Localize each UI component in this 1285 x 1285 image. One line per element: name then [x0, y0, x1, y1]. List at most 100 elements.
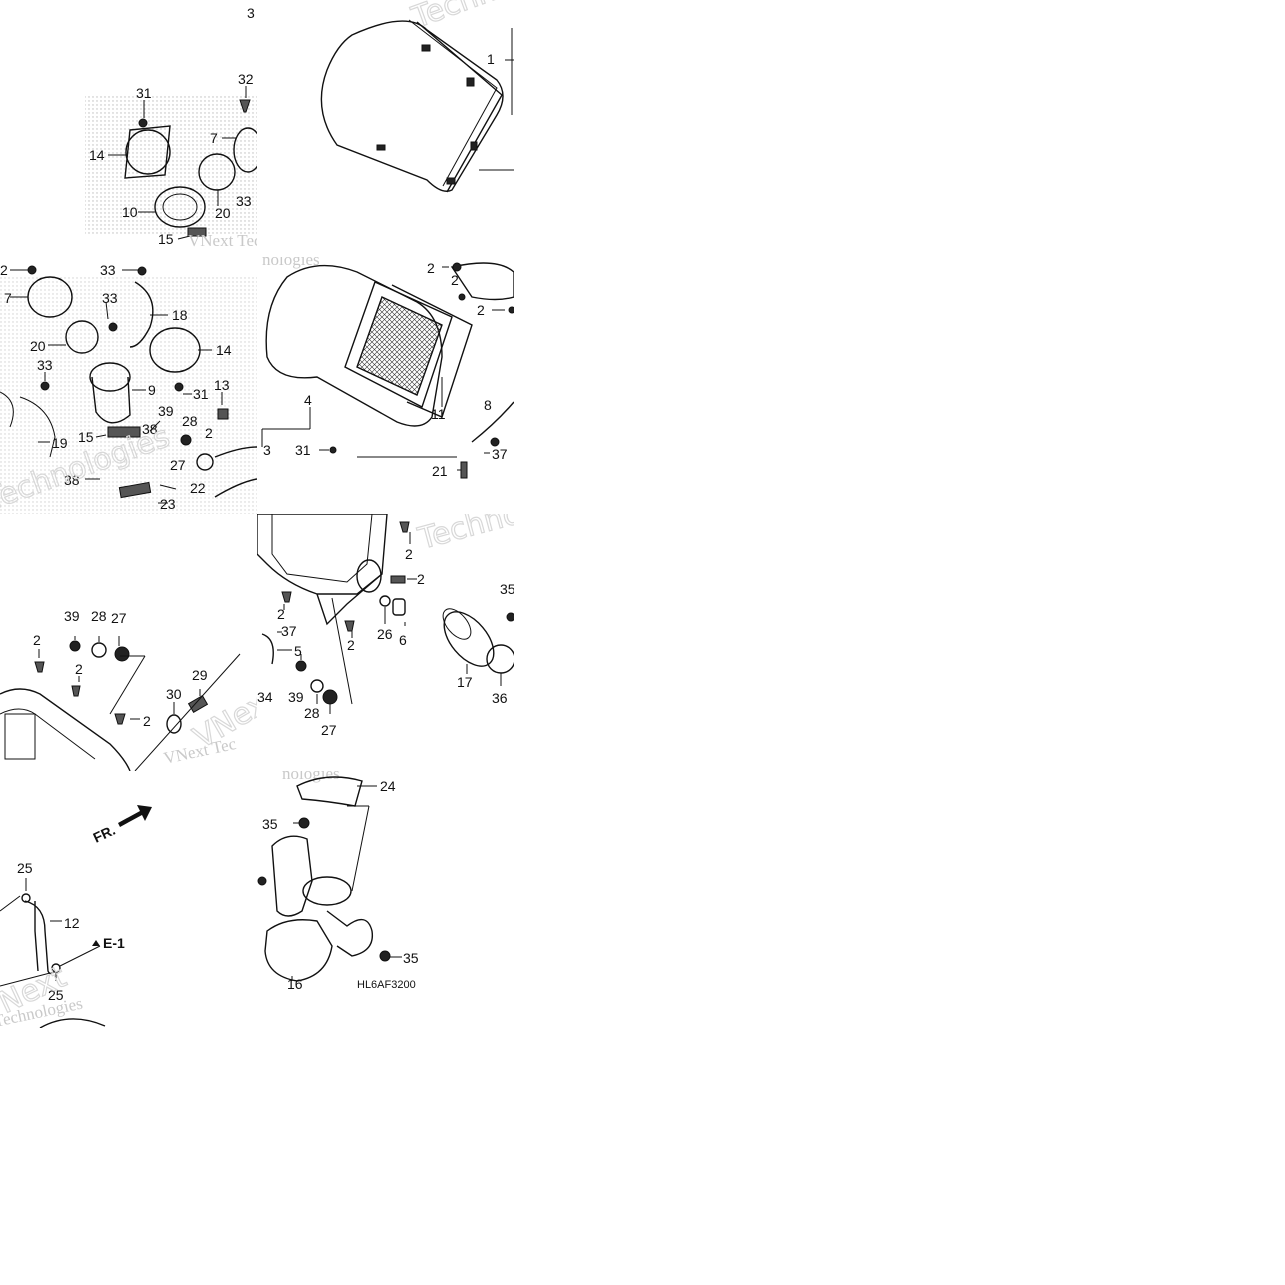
- callout-label: 2: [417, 571, 425, 587]
- gasket-strip: [187, 227, 207, 237]
- resonator-outlet: [302, 876, 352, 906]
- callout-label: 38: [64, 472, 80, 488]
- clip-part: [34, 661, 45, 673]
- diagram-tile-housing-fasteners: 39 28 27 2 2 29 30 2 VNext VNext Tec: [0, 514, 257, 771]
- callout-label: 37: [281, 623, 297, 639]
- callout-label: 20: [215, 205, 231, 221]
- callout-label: 2: [427, 260, 435, 276]
- screw-part: [379, 950, 391, 962]
- airbox-cover: [320, 20, 504, 192]
- direction-label: FR.: [91, 822, 118, 846]
- callout-label: 8: [484, 397, 492, 413]
- diagram-tile-duct-assembly: 2 33 7 33 18 20 14 9 31 33 13 39 28 15 3…: [0, 257, 257, 514]
- bolt-part: [137, 266, 147, 276]
- diagram-code: HL6AF3200: [357, 979, 416, 991]
- resonator-part: [271, 835, 313, 917]
- callout-label: 28: [91, 608, 107, 624]
- seal-part: [118, 481, 152, 499]
- callout-label: 22: [190, 480, 206, 496]
- front-direction-arrow-icon: [118, 805, 152, 827]
- diagram-tile-resonator: nologies 24 35 35 16 HL6AF3200: [257, 771, 514, 1028]
- diagram-tile-air-filter: nologies: [257, 257, 514, 514]
- air-filter-element: [356, 296, 443, 396]
- hose-part: [261, 633, 274, 665]
- ring-gasket: [125, 129, 171, 175]
- callout-label: 2: [205, 425, 213, 441]
- callout-label: 2: [405, 546, 413, 562]
- filter-frame-gasket: [265, 264, 443, 427]
- housing-part: [0, 688, 131, 771]
- callout-label: 18: [172, 307, 188, 323]
- callout-label: 20: [30, 338, 46, 354]
- bolt-part: [295, 660, 307, 672]
- clip-band: [379, 595, 391, 607]
- callout-label: 17: [457, 674, 473, 690]
- housing-part: [450, 262, 514, 301]
- clip-part: [399, 521, 410, 533]
- grommet-part: [322, 689, 338, 705]
- bolt-part: [108, 322, 118, 332]
- callout-label: 37: [492, 446, 508, 462]
- nut-part: [138, 118, 148, 128]
- filter-frame: [344, 281, 453, 408]
- screw-part: [239, 99, 251, 113]
- clip-part: [390, 575, 406, 584]
- callout-label: 2: [143, 713, 151, 729]
- callout-label: 1: [487, 51, 495, 67]
- callout-label: 35: [403, 950, 419, 966]
- cover-part: [296, 776, 363, 807]
- diagram-tile-housing-outlet: Techno: [257, 514, 514, 771]
- washer-part: [196, 453, 214, 471]
- callout-label: 5: [294, 643, 302, 659]
- bolt-part: [40, 381, 50, 391]
- callout-label: 3: [263, 442, 271, 458]
- callout-label: 2: [451, 272, 459, 288]
- hose-part: [471, 401, 514, 443]
- callout-label: 2: [477, 302, 485, 318]
- callout-label: 31: [295, 442, 311, 458]
- drain-part: [460, 461, 468, 479]
- callout-label: 13: [214, 377, 230, 393]
- callout-label: 15: [158, 231, 174, 247]
- clip-band: [21, 893, 31, 903]
- callout-label: 29: [192, 667, 208, 683]
- callout-label: 7: [210, 130, 218, 146]
- callout-label: 19: [52, 435, 68, 451]
- callout-label: 28: [304, 705, 320, 721]
- callout-label: 31: [193, 386, 209, 402]
- shading-area: [85, 95, 257, 235]
- washer-part: [91, 642, 107, 658]
- callout-label: 21: [432, 463, 448, 479]
- nut-part: [174, 382, 184, 392]
- watermark-text: nologies: [282, 771, 340, 783]
- grommet-part: [180, 434, 192, 446]
- intake-boot: [443, 611, 495, 667]
- washer-part: [310, 679, 324, 693]
- clip-part: [344, 620, 355, 632]
- callout-label: 2: [277, 606, 285, 622]
- callout-label: 39: [64, 608, 80, 624]
- bolt-part: [27, 265, 37, 275]
- callout-label: 33: [37, 357, 53, 373]
- callout-label: 15: [78, 429, 94, 445]
- screw-part: [506, 612, 514, 622]
- resonator-body: [264, 919, 333, 982]
- reference-arrow-icon: [92, 940, 100, 946]
- callout-label: 27: [321, 722, 337, 738]
- stay-part: [129, 281, 154, 348]
- callout-label: 11: [431, 406, 446, 422]
- callout-label: 14: [216, 342, 232, 358]
- callout-label: 36: [492, 690, 508, 706]
- callout-label: 2: [33, 632, 41, 648]
- grommet-part: [166, 714, 182, 734]
- callout-label: 25: [48, 987, 64, 1003]
- watermark-text: nologies: [262, 257, 320, 269]
- callout-label: 26: [377, 626, 393, 642]
- callout-label: 39: [288, 689, 304, 705]
- callout-label: 4: [304, 392, 312, 408]
- callout-label: 25: [17, 860, 33, 876]
- diagram-tile-airbox-cover: Techno 1: [257, 0, 514, 257]
- diagram-tile-intake-duct: 31 32 14 7 10 20 33 15 3 VNext Tec: [0, 0, 257, 257]
- duct-part: [154, 186, 206, 228]
- clamp-band: [198, 153, 236, 191]
